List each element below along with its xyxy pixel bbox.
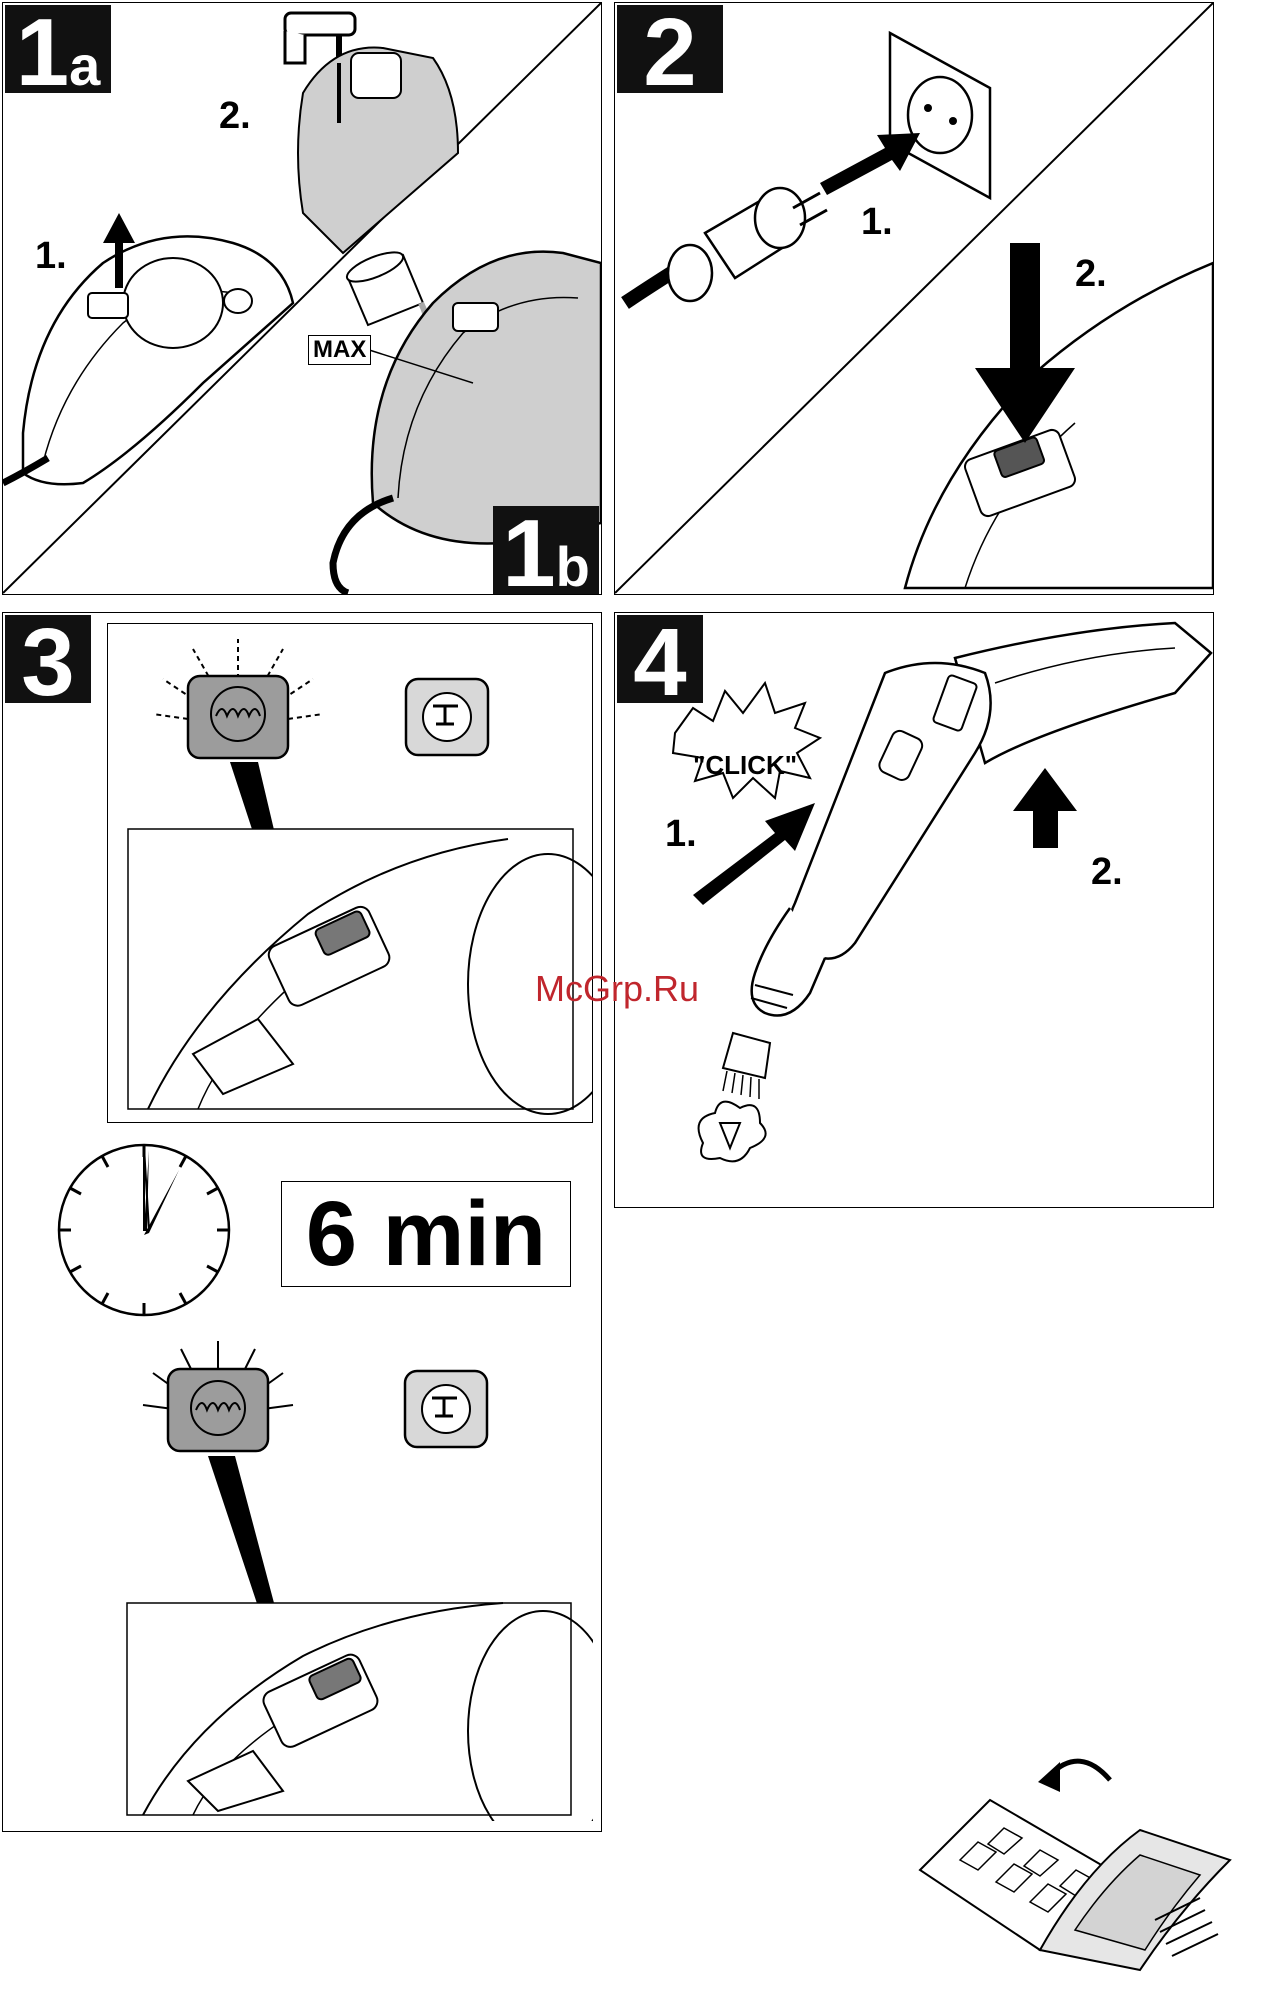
panel-2-step-1-label: 1. [861,201,893,244]
max-fill-label: MAX [308,335,371,365]
clock-icon [49,1135,239,1325]
panel-4-step-1-label: 1. [665,813,697,856]
attach-arrow-1 [693,803,815,905]
power-socket-icon [890,33,990,198]
heater-lamp-icon [168,1369,268,1451]
watermark: McGrp.Ru [535,968,699,1010]
panel-step-4: 4 [614,612,1214,1208]
panel-step-3: 3 [2,612,602,1832]
steam-ready-icon [405,1371,487,1447]
step-1b-badge: 1 b [493,506,599,594]
panel-4-illustration [615,613,1214,1208]
click-label: "CLICK" [693,750,797,781]
heater-lamp-icon [188,676,288,758]
heating-indicator-frame-top [107,623,593,1123]
heating-duration: 6 min [281,1181,571,1287]
steam-handgun-illustration [751,623,1211,1016]
step-3-badge: 3 [5,615,91,703]
panel-4-step-2-label: 2. [1091,851,1123,894]
steam-cleaner-switch-illustration [905,263,1213,588]
attach-arrow-2 [1013,768,1077,848]
panel-1-step-2-label: 2. [219,95,251,138]
panel-step-1: 1 a 1 b 1. 2. MAX [2,2,602,595]
plug-icon [625,188,827,303]
steam-ready-icon [406,679,488,755]
water-tank-illustration [298,48,458,253]
step-1a-badge: 1 a [5,5,111,93]
heating-indicator-top-illustration [108,624,593,1123]
page-turn-icon [900,1720,1250,1980]
heating-indicator-bottom-illustration [123,1301,593,1821]
plug-in-arrow [820,133,920,195]
step-2-badge: 2 [617,5,723,93]
panel-step-2: 2 1. 2. [614,2,1214,595]
panel-1-step-1-label: 1. [35,235,67,278]
panel-2-step-2-label: 2. [1075,253,1107,296]
round-brush-illustration [699,1033,770,1161]
